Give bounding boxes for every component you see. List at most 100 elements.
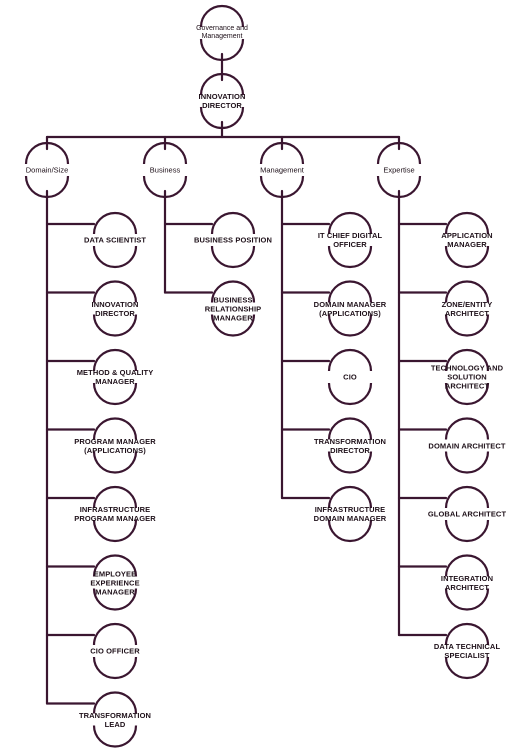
role-node-bottom-arc (327, 519, 373, 543)
role-node-bottom-arc (327, 451, 373, 474)
role-label-line: OFFICER (333, 240, 367, 249)
role-label: DOMAIN ARCHITECT (428, 441, 505, 450)
role-label-line: GLOBAL ARCHITECT (427, 509, 507, 519)
role-label-line: INFRASTRUCTURE (79, 505, 151, 514)
role-node-top-arc (444, 622, 490, 646)
role-label-line: MANAGER (447, 240, 487, 249)
role-label-line: PROGRAM MANAGER (74, 436, 156, 446)
role-label: DOMAIN MANAGER(APPLICATIONS) (314, 300, 387, 318)
role-node-top-arc (92, 417, 138, 440)
role-node-bottom-arc (444, 245, 490, 269)
role-label-line: DATA TECHNICAL (433, 642, 501, 651)
category-node-2-top-arc (259, 141, 305, 165)
role-label-line: MANAGER (213, 313, 253, 322)
role-node-top-arc (92, 485, 138, 509)
role-label-line: APPLICATION (441, 231, 493, 240)
role-label-line: DOMAIN ARCHITECT (428, 441, 506, 450)
role-label-line: TECHNOLOGY AND (430, 363, 504, 373)
role-label-line: ARCHITECT (444, 381, 490, 391)
role-node-top-arc (92, 691, 138, 714)
role-label-line: TRANSFORMATION (313, 436, 387, 446)
role-label-line: DATA SCIENTIST (83, 235, 147, 245)
role-node-top-arc (444, 554, 490, 577)
category-label: Business (149, 165, 181, 175)
role-node-bottom-arc (327, 314, 373, 337)
role-label-line: TRANSFORMATION (78, 710, 152, 720)
role-label: BUSINESS POSITION (194, 236, 272, 245)
role-label-line: ZONE/ENTITY (441, 299, 493, 309)
role-node-top-arc (444, 211, 490, 235)
role-node-top-arc (92, 348, 138, 372)
role-label-line: DIRECTOR (95, 308, 135, 318)
role-label-line: ARCHITECT (444, 308, 490, 318)
role-label-line: DIRECTOR (330, 445, 370, 455)
role-node-bottom-arc (92, 588, 138, 611)
role-label-line: CIO (343, 372, 357, 382)
role-node-bottom-arc (92, 382, 138, 406)
role-label-line: BUSINESS POSITION (194, 235, 272, 245)
role-node-bottom-arc (444, 382, 490, 406)
role-node-top-arc (444, 485, 490, 509)
role-node-top-arc (92, 554, 138, 577)
role-label-line: DOMAIN MANAGER (313, 514, 387, 523)
category-label: Management (260, 165, 304, 175)
director-label-line: INNOVATION (198, 92, 246, 101)
role-label-line: EXPERIENCE (90, 578, 140, 587)
role-label-line: SPECIALIST (444, 651, 490, 660)
category-node-0-top-arc (24, 141, 70, 165)
role-node-bottom-arc (210, 314, 256, 337)
director-label-line: DIRECTOR (202, 101, 242, 110)
role-node-bottom-arc (92, 451, 138, 474)
category-label: Domain/Size (25, 165, 69, 175)
root-node-top-arc (199, 4, 245, 28)
role-label-line: (APPLICATIONS) (84, 445, 146, 455)
role-label-line: CIO OFFICER (90, 646, 140, 656)
role-node-bottom-arc (92, 314, 138, 337)
role-node-bottom-arc (327, 245, 373, 269)
role-label: DATA SCIENTIST (84, 236, 146, 245)
role-node-top-arc (92, 280, 138, 303)
role-label-line: IT CHIEF DIGITAL (317, 231, 383, 240)
role-label-line: RELATIONSHIP (204, 304, 262, 313)
role-label-line: (APPLICATIONS) (319, 308, 381, 318)
role-node-top-arc (92, 211, 138, 235)
role-node-top-arc (327, 417, 373, 440)
role-node-bottom-arc (92, 656, 138, 680)
role-node-bottom-arc (444, 314, 490, 337)
role-node-top-arc (210, 211, 256, 235)
role-label-line: BUSINESS (213, 295, 253, 304)
role-label-line: MANAGER (95, 587, 135, 596)
role-label: CIO OFFICER (90, 647, 139, 656)
root-label-line: Governance and (196, 25, 248, 32)
role-node-bottom-arc (210, 245, 256, 269)
role-label-line: DOMAIN MANAGER (313, 299, 387, 309)
role-label-line: ARCHITECT (444, 582, 490, 592)
role-label: GLOBAL ARCHITECT (428, 510, 506, 519)
role-node-top-arc (92, 622, 138, 646)
role-node-bottom-arc (92, 725, 138, 748)
role-node-bottom-arc (444, 588, 490, 611)
role-node-top-arc (210, 280, 256, 303)
role-label-line: MANAGER (95, 377, 135, 386)
role-label-line: METHOD & QUALITY (76, 368, 154, 377)
role-node-bottom-arc (327, 382, 373, 406)
role-node-top-arc (327, 280, 373, 303)
role-label-line: LEAD (104, 719, 126, 729)
role-label-line: INNOVATION (91, 299, 139, 309)
role-label-line: INTEGRATION (440, 573, 494, 583)
